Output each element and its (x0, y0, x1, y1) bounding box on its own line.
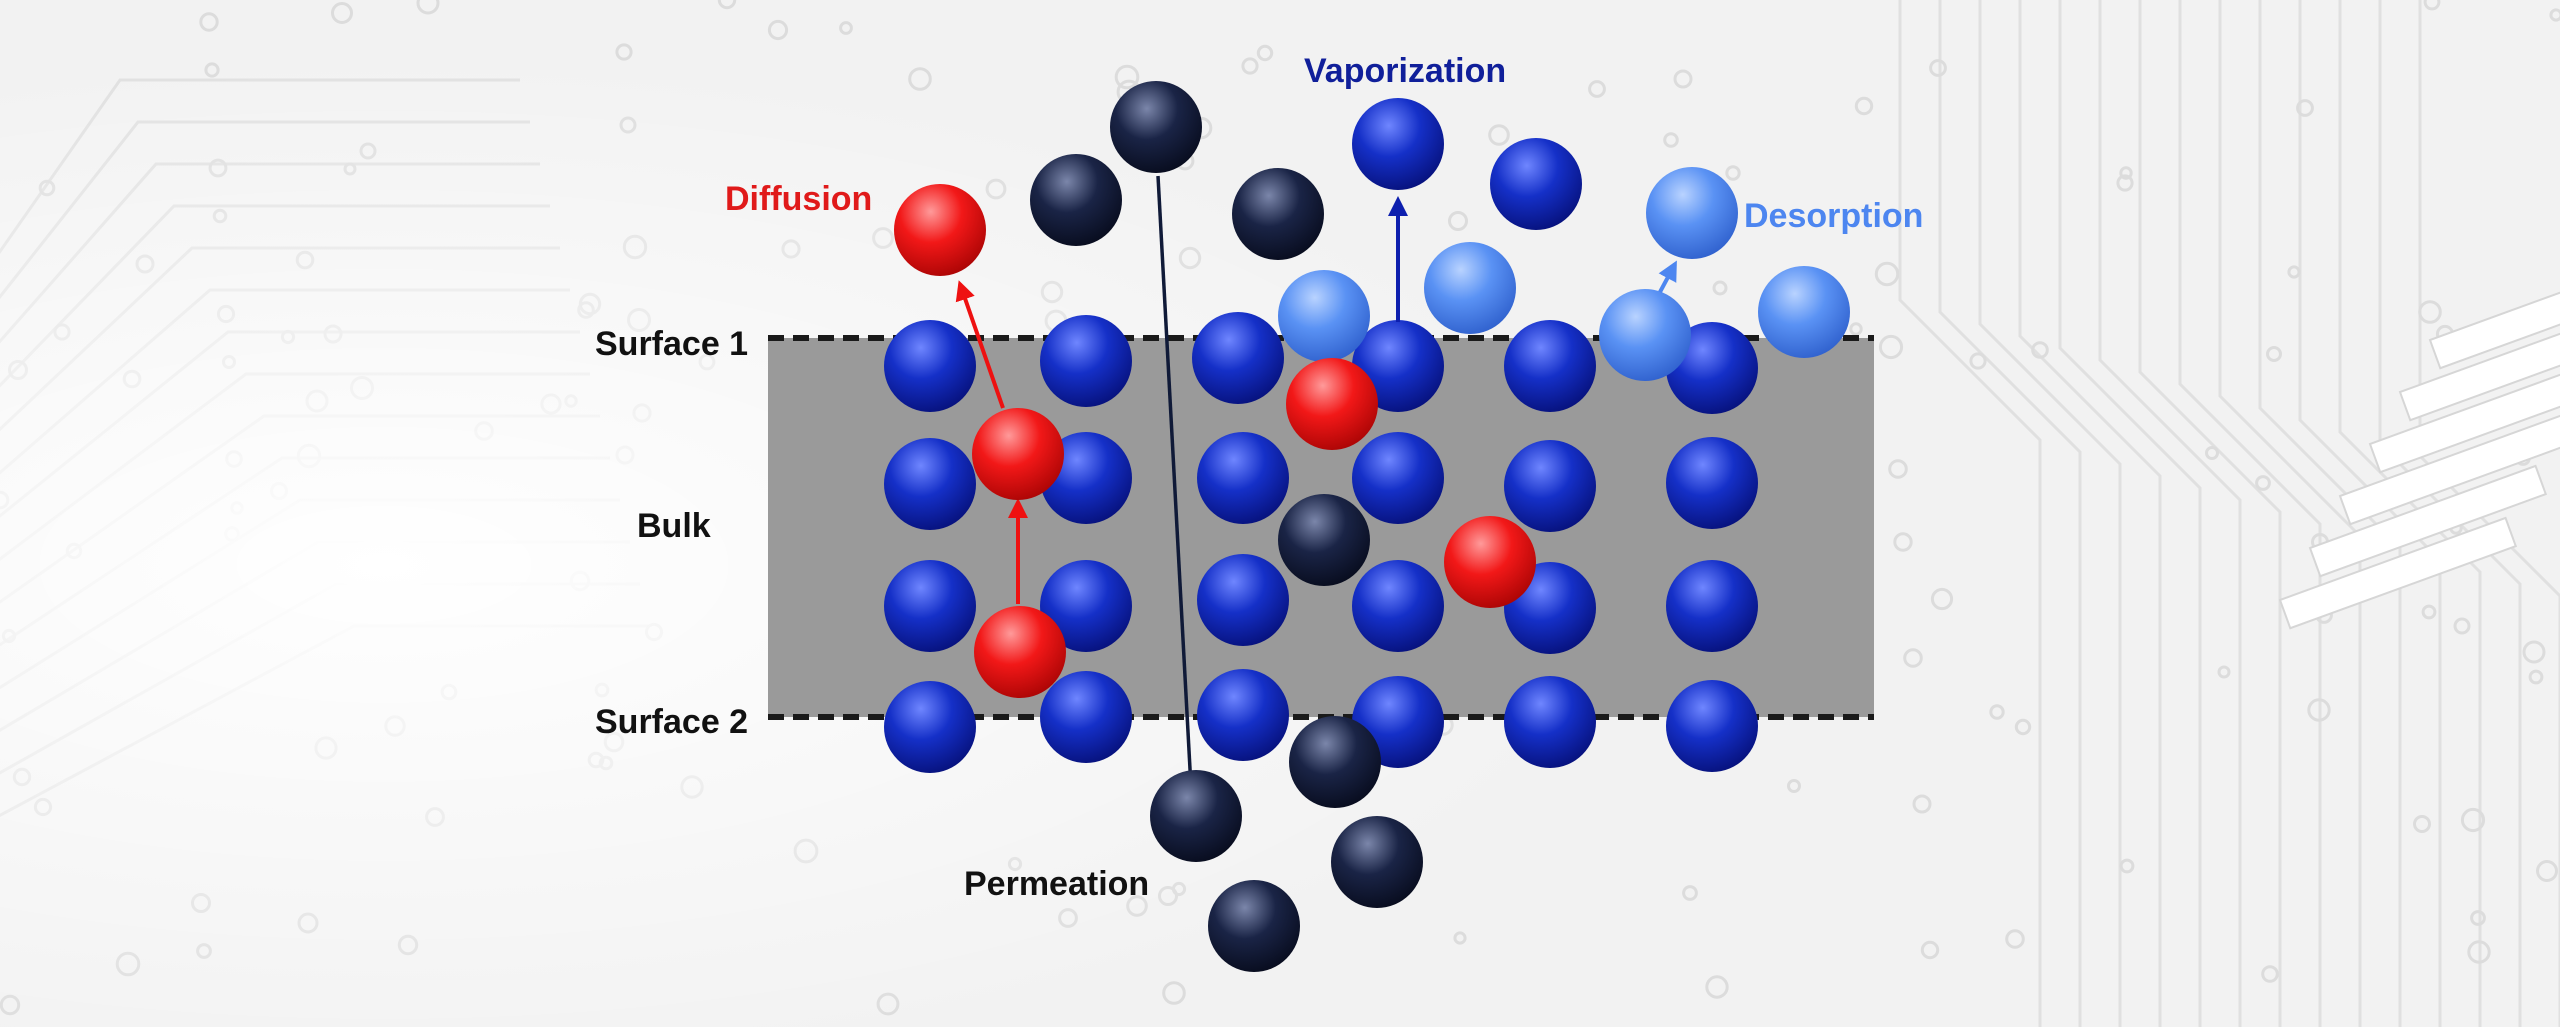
lattice-atom (1197, 669, 1289, 761)
lattice-atom (1197, 432, 1289, 524)
lattice-atom (1352, 432, 1444, 524)
lattice-atom (1666, 437, 1758, 529)
desorbed-atom (1758, 266, 1850, 358)
lattice-atom (1197, 554, 1289, 646)
vaporized-atom (1490, 138, 1582, 230)
desorption-label: Desorption (1744, 197, 1923, 235)
permeating-atom (1331, 816, 1423, 908)
lattice-atom (1666, 680, 1758, 772)
lattice-atom (1040, 315, 1132, 407)
permeation-path (1156, 175, 1194, 807)
lattice-atom (1040, 671, 1132, 763)
desorbed-atom (1599, 289, 1691, 381)
diffusing-atom (972, 408, 1064, 500)
desorption-arrow (1658, 260, 1677, 293)
diffusing-atom (1444, 516, 1536, 608)
permeating-atom (1289, 716, 1381, 808)
vaporized-atom (1352, 98, 1444, 190)
diffusing-atom (1286, 358, 1378, 450)
desorbed-atom (1424, 242, 1516, 334)
lattice-atoms (884, 312, 1758, 773)
lattice-atom (1504, 440, 1596, 532)
diffusing-atom (974, 606, 1066, 698)
lattice-atom (1666, 560, 1758, 652)
permeating-atom (1150, 770, 1242, 862)
permeating-atom (1030, 154, 1122, 246)
lattice-atom (1192, 312, 1284, 404)
lattice-atom (1352, 560, 1444, 652)
diffusion-arrow-upper (955, 280, 1005, 409)
permeating-atom (1208, 880, 1300, 972)
lattice-atom (884, 438, 976, 530)
lattice-atom (1504, 676, 1596, 768)
lattice-atom (884, 681, 976, 773)
surface-2-label: Surface 2 (595, 703, 748, 741)
permeating-atom (1278, 494, 1370, 586)
permeation-label: Permeation (964, 865, 1149, 903)
desorbed-atom (1646, 167, 1738, 259)
permeating-atom (1232, 168, 1324, 260)
vaporization-label: Vaporization (1304, 52, 1506, 90)
surface-1-label: Surface 1 (595, 325, 748, 363)
lattice-atom (884, 560, 976, 652)
lattice-atom (1504, 320, 1596, 412)
lattice-atom (884, 320, 976, 412)
lattice-atom (1040, 560, 1132, 652)
diffusing-atom (894, 184, 986, 276)
bulk-label: Bulk (637, 507, 711, 545)
permeating-atom (1110, 81, 1202, 173)
desorbed-atom (1278, 270, 1370, 362)
diffusion-label: Diffusion (725, 180, 872, 218)
